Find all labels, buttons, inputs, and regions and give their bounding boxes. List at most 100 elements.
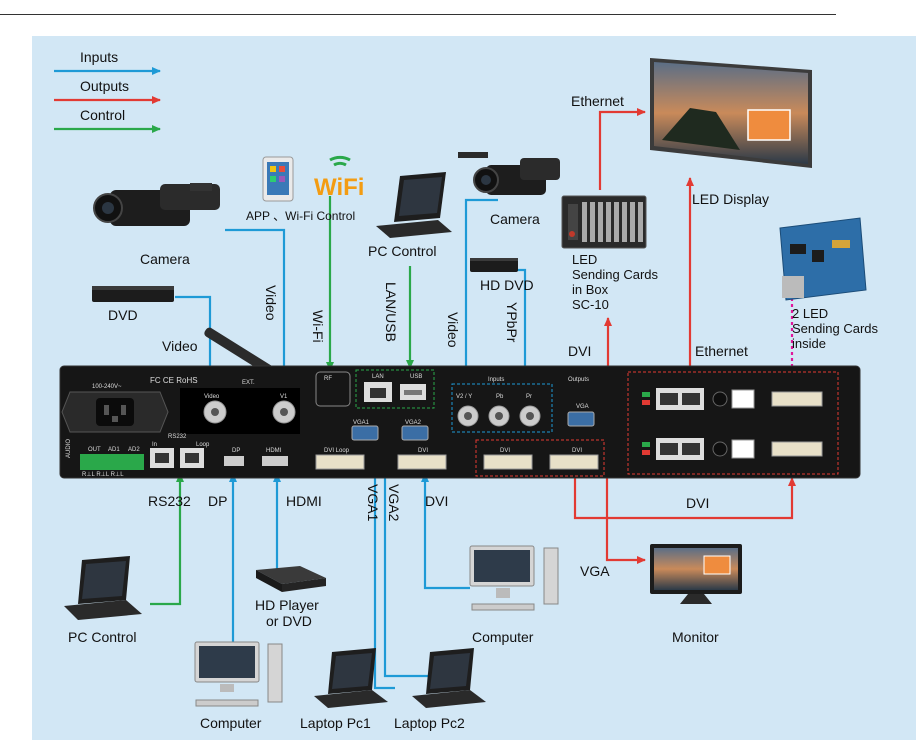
hddvd-ypbpr-line <box>515 268 529 387</box>
panel-v1-port-label: V1 <box>280 394 288 400</box>
led-box-line-1: LED <box>572 252 597 267</box>
monitor-label: Monitor <box>672 629 719 645</box>
legend-outputs-label: Outputs <box>80 78 129 94</box>
pc-control-bottom-label: PC Control <box>68 629 136 645</box>
panel-rf-label: RF <box>324 376 332 382</box>
led-box-line-2: Sending Cards <box>572 267 658 282</box>
led-card-line-1: 2 LED <box>792 306 828 321</box>
led-sending-box: LED Sending Cards in Box SC-10 <box>561 195 658 312</box>
hd-player-line-2: or DVD <box>266 613 312 629</box>
wifi-logo-text: WiFi <box>314 174 364 201</box>
panel-in-label: In <box>152 442 157 448</box>
panel-ad1-label: AD1 <box>108 447 120 453</box>
camera-video-line <box>225 228 288 389</box>
video-processor-panel: 100-240V~ FC CE RoHS EXT. Video V1 RF LA… <box>59 365 861 479</box>
computer-bottom: Computer <box>194 641 283 731</box>
legend-inputs-label: Inputs <box>80 49 118 65</box>
led-card-line-3: inside <box>792 336 826 351</box>
label-lan-usb: LAN/USB <box>383 282 399 342</box>
label-video-right: Video <box>445 312 461 348</box>
dvd-player: DVD <box>92 286 174 323</box>
panel-dvi-in-label: DVI <box>418 448 428 454</box>
panel-v2y-label: V2 / Y <box>456 394 472 400</box>
hd-player-line-1: HD Player <box>255 597 319 613</box>
led-display: LED Display <box>650 58 812 207</box>
panel-ad2-label: AD2 <box>128 447 140 453</box>
panel-audio-label: AUDIO <box>66 439 72 458</box>
camera-left-label: Camera <box>140 251 190 267</box>
dvi-input-line <box>421 473 470 590</box>
label-rs232: RS232 <box>148 493 191 509</box>
label-video-camera: Video <box>263 285 279 321</box>
camera-left: Camera <box>93 183 220 267</box>
camera2-video-line <box>462 198 498 387</box>
computer-mid-label: Computer <box>472 629 534 645</box>
panel-dvi-out1-label: DVI <box>500 448 510 454</box>
camera-right: Camera <box>458 152 560 227</box>
panel-vga2-port-label: VGA2 <box>405 420 422 426</box>
label-hdmi: HDMI <box>286 493 322 509</box>
panel-out-label: OUT <box>88 447 101 453</box>
label-video-dvd: Video <box>162 338 198 354</box>
led-display-label: LED Display <box>692 191 769 207</box>
led-box-line-3: in Box <box>572 282 609 297</box>
led-box-line-4: SC-10 <box>572 297 609 312</box>
camera-right-label: Camera <box>490 211 540 227</box>
label-ypbpr: YPbPr <box>504 302 520 343</box>
dvd-label: DVD <box>108 307 138 323</box>
panel-dp-label: DP <box>232 448 240 454</box>
panel-hdmi-label: HDMI <box>266 448 282 454</box>
monitor: Monitor <box>650 544 742 645</box>
panel-video-port-label: Video <box>204 394 220 400</box>
panel-rs232-label: RS232 <box>168 434 187 440</box>
panel-pb-label: Pb <box>496 394 504 400</box>
panel-pr-label: Pr <box>526 394 532 400</box>
label-wifi: Wi-Fi <box>310 310 326 343</box>
led-card-line-2: Sending Cards <box>792 321 878 336</box>
laptop-pc1-label: Laptop Pc1 <box>300 715 371 731</box>
panel-rl-label: R⊥L R⊥L R⊥L <box>82 471 124 478</box>
laptop-pc1: Laptop Pc1 <box>300 648 388 731</box>
computer-bottom-label: Computer <box>200 715 262 731</box>
label-vga-output: VGA <box>580 563 610 579</box>
label-ethernet-right: Ethernet <box>695 343 748 359</box>
panel-lan-label: LAN <box>372 374 384 380</box>
pc-control-top-label: PC Control <box>368 243 436 259</box>
hd-dvd-player: HD DVD <box>470 258 534 293</box>
label-dvi-bottom: DVI <box>425 493 448 509</box>
label-dp: DP <box>208 493 227 509</box>
panel-certs: FC CE RoHS <box>150 376 198 385</box>
legend-control-label: Control <box>80 107 125 123</box>
panel-dvi-loop-label: DVI Loop <box>324 448 350 454</box>
wifi-logo-icon: WiFi <box>314 155 364 201</box>
panel-outputs-label: Outputs <box>568 377 589 383</box>
sending-card-2 <box>642 438 823 460</box>
app-wifi-control: WiFi APP 、Wi-Fi Control <box>246 155 364 223</box>
dvd-video-line <box>175 295 214 389</box>
computer-mid: Computer <box>469 545 559 645</box>
connection-labels: Video Video Wi-Fi LAN/USB Video YPbPr Et… <box>148 93 748 579</box>
panel-dvi-out2-label: DVI <box>572 448 582 454</box>
label-vga2: VGA2 <box>386 484 402 522</box>
rs232-control-line <box>150 473 184 606</box>
ethernet-to-display-line <box>598 108 646 190</box>
label-ethernet-top: Ethernet <box>571 93 624 109</box>
top-rule <box>0 14 836 15</box>
label-dvi-right: DVI <box>568 343 591 359</box>
label-dvi-output: DVI <box>686 495 709 511</box>
dvi-out-to-card-line <box>573 476 796 520</box>
output-lines <box>573 108 796 564</box>
legend: Inputs Outputs Control <box>54 49 161 133</box>
label-vga1: VGA1 <box>365 484 381 522</box>
panel-inputs-label: Inputs <box>488 377 504 383</box>
panel-usb-label: USB <box>410 374 422 380</box>
panel-vga1-port-label: VGA1 <box>353 420 370 426</box>
panel-power-label: 100-240V~ <box>92 384 122 390</box>
laptop-pc2: Laptop Pc2 <box>394 648 486 731</box>
hd-dvd-label: HD DVD <box>480 277 534 293</box>
panel-loop-label: Loop <box>196 442 210 448</box>
sending-card-1 <box>642 388 823 410</box>
pc-control-bottom: PC Control <box>64 556 142 645</box>
laptop-pc2-label: Laptop Pc2 <box>394 715 465 731</box>
